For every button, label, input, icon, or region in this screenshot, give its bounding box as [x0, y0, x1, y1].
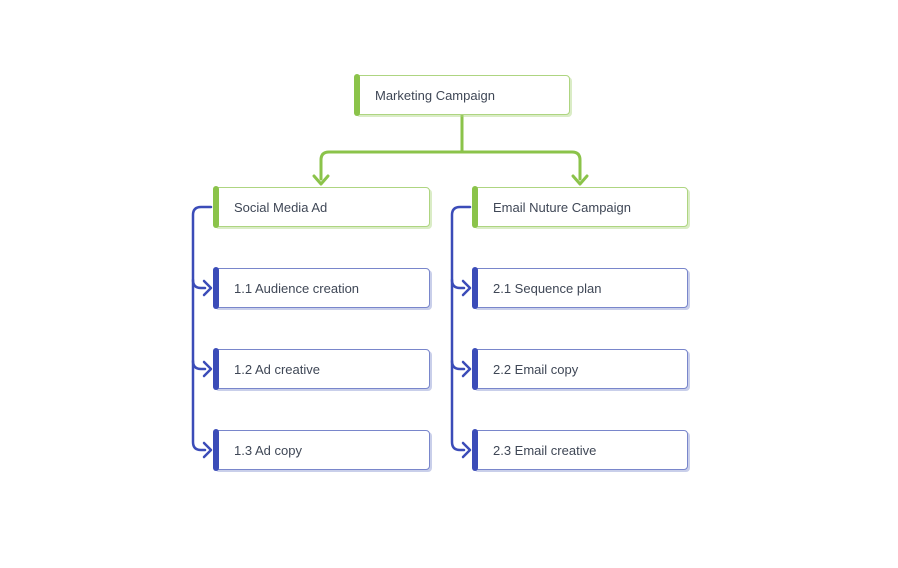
node-email-copy[interactable]: 2.2 Email copy — [472, 348, 688, 390]
connector-right-branch-1 — [450, 278, 466, 290]
arrowhead-right-icon — [202, 360, 213, 378]
accent-bar — [472, 348, 478, 390]
arrowhead-right-icon — [202, 441, 213, 459]
accent-bar — [472, 267, 478, 309]
accent-bar — [472, 429, 478, 471]
connector-branch-rail — [319, 150, 582, 181]
arrowhead-right-icon — [202, 279, 213, 297]
node-label: 2.2 Email copy — [493, 361, 579, 377]
node-email-creative[interactable]: 2.3 Email creative — [472, 429, 688, 471]
node-label: Social Media Ad — [234, 199, 328, 215]
node-social-media-ad[interactable]: Social Media Ad — [213, 186, 430, 228]
node-ad-creative[interactable]: 1.2 Ad creative — [213, 348, 430, 390]
connector-root-to-branches — [312, 112, 589, 186]
node-marketing-campaign[interactable]: Marketing Campaign — [354, 74, 570, 116]
node-label: 2.1 Sequence plan — [493, 280, 602, 296]
node-label: 1.1 Audience creation — [234, 280, 360, 296]
node-label: Email Nuture Campaign — [493, 199, 632, 215]
connector-left-spine — [191, 205, 213, 452]
connector-left-branch-2 — [191, 359, 207, 371]
accent-bar — [213, 429, 219, 471]
node-email-nuture-campaign[interactable]: Email Nuture Campaign — [472, 186, 688, 228]
accent-bar — [472, 186, 478, 228]
node-label: 1.3 Ad copy — [234, 442, 302, 458]
arrowhead-right-icon — [461, 360, 472, 378]
connector-right-branch-2 — [450, 359, 466, 371]
arrowhead-down-left-icon — [312, 174, 330, 186]
node-label: 2.3 Email creative — [493, 442, 597, 458]
node-label: 1.2 Ad creative — [234, 361, 320, 377]
arrowhead-right-icon — [461, 279, 472, 297]
node-audience-creation[interactable]: 1.1 Audience creation — [213, 267, 430, 309]
accent-bar — [354, 74, 360, 116]
accent-bar — [213, 348, 219, 390]
connector-left-branch-1 — [191, 278, 207, 290]
arrowhead-down-right-icon — [571, 174, 589, 186]
arrowhead-right-icon — [461, 441, 472, 459]
node-ad-copy[interactable]: 1.3 Ad copy — [213, 429, 430, 471]
connector-social-media-children — [191, 205, 213, 459]
accent-bar — [213, 267, 219, 309]
accent-bar — [213, 186, 219, 228]
connector-email-nurture-children — [450, 205, 472, 459]
node-sequence-plan[interactable]: 2.1 Sequence plan — [472, 267, 688, 309]
node-label: Marketing Campaign — [375, 87, 495, 103]
connector-right-spine — [450, 205, 472, 452]
